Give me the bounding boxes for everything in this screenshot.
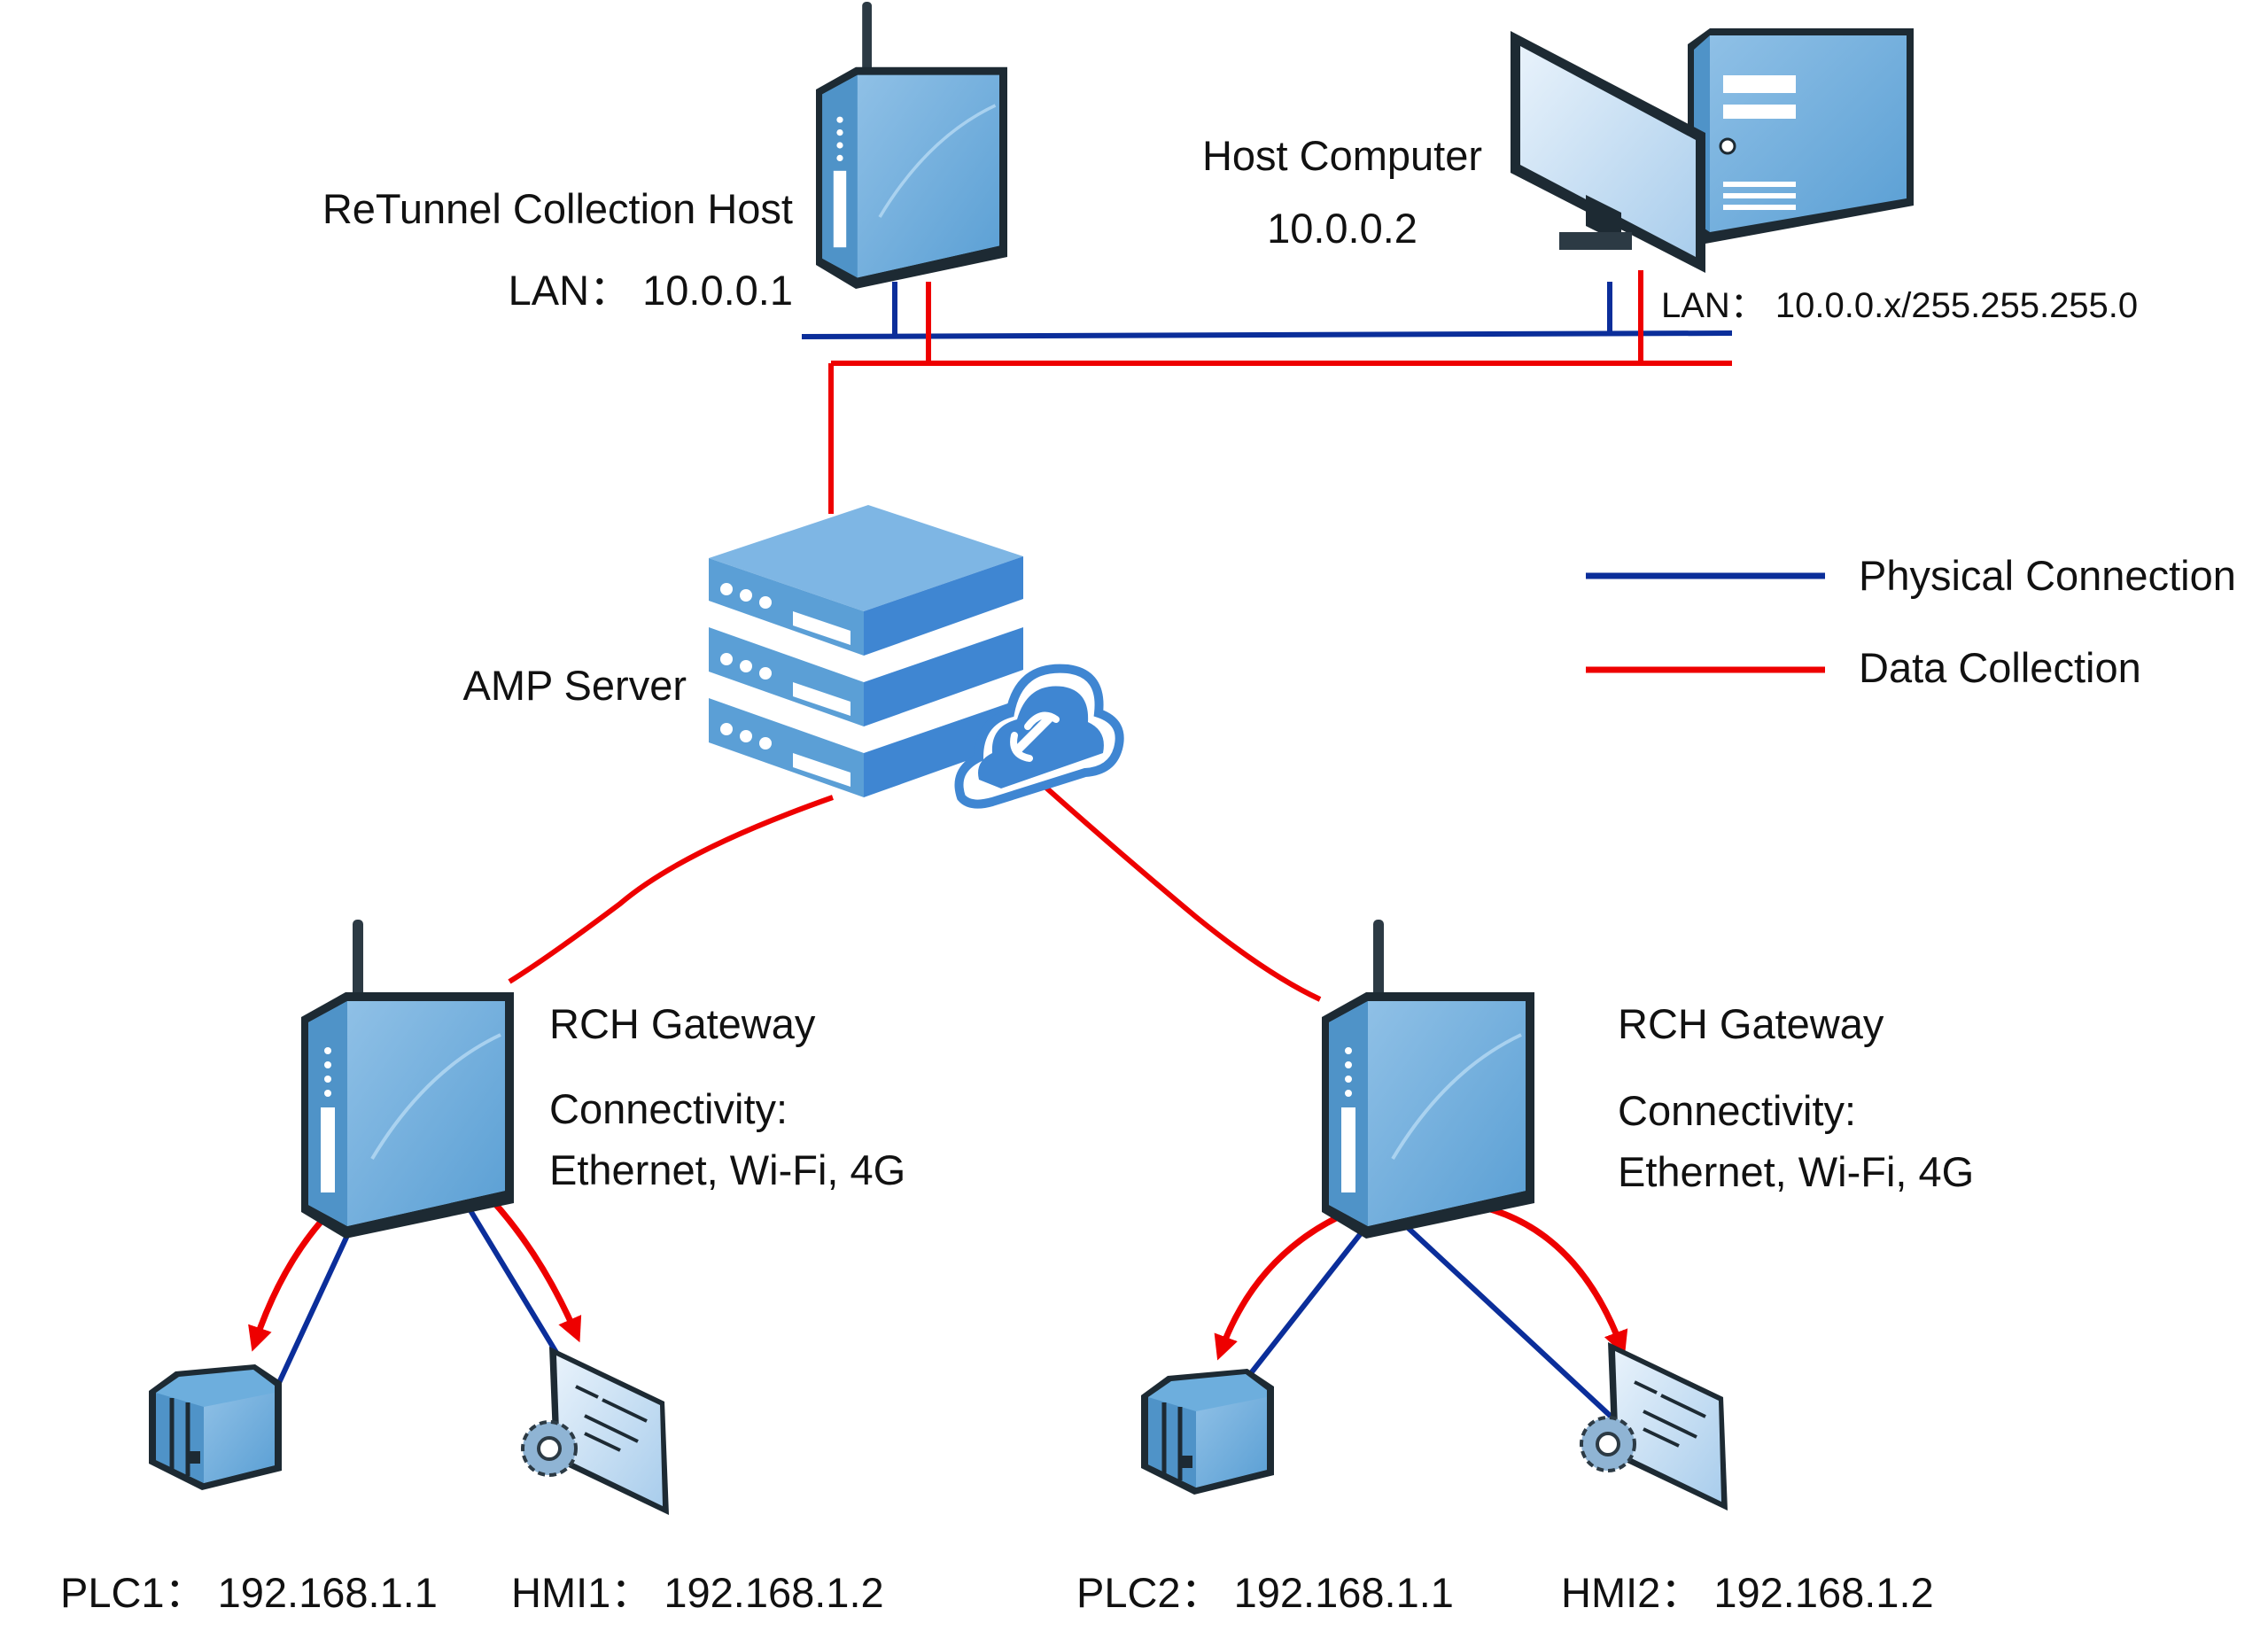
plc1-label: PLC1： 192.168.1.1 [60, 1569, 438, 1616]
router-icon [814, 0, 1009, 291]
host-computer-ip: 10.0.0.2 [1267, 205, 1418, 252]
amp-to-gateway-right-link [1029, 773, 1322, 1002]
plc1-module-icon [149, 1364, 282, 1490]
gateway-left-connectivity-title: Connectivity: [549, 1085, 788, 1132]
collection-host-name: ReTunnel Collection Host [322, 185, 793, 232]
gateway-right-to-hmi2-data [1434, 1197, 1628, 1356]
host-computer-name: Host Computer [1201, 132, 1483, 179]
cloud-server-stack-icon [709, 505, 1124, 809]
host-computer-lan: LAN： 10.0.0.x/255.255.255.0 [1661, 286, 2139, 325]
amp-to-gateway-left-link [508, 795, 834, 984]
legend-physical-label: Physical Connection [1859, 552, 2236, 599]
gateway-right-router-icon [1320, 918, 1536, 1240]
gateway-right-name: RCH Gateway [1618, 1000, 1884, 1047]
amp-server-name: AMP Server [462, 662, 687, 709]
hmi1-label: HMI1： 192.168.1.2 [511, 1569, 884, 1616]
plc2-module-icon [1141, 1369, 1274, 1495]
gateway-right-to-hmi2-physical [1388, 1209, 1619, 1425]
desktop-computer-icon [1511, 28, 1914, 273]
gateway-left-name: RCH Gateway [549, 1000, 816, 1047]
legend-data-label: Data Collection [1859, 644, 2141, 691]
gateway-right-to-plc2-physical [1245, 1210, 1380, 1379]
gateway-right-to-plc2-data [1214, 1206, 1357, 1361]
lan-physical-bus [801, 330, 1733, 339]
gateway-left-to-plc1-data [248, 1204, 338, 1352]
gateway-left-connectivity: Ethernet, Wi-Fi, 4G [549, 1146, 906, 1193]
gateway-right-connectivity-title: Connectivity: [1618, 1087, 1857, 1134]
gateway-left-router-icon [299, 918, 516, 1240]
hmi1-panel-icon [521, 1345, 671, 1517]
collection-host-lan: LAN： 10.0.0.1 [508, 267, 793, 314]
hmi2-panel-icon [1580, 1340, 1729, 1512]
hmi2-label: HMI2： 192.168.1.2 [1561, 1569, 1934, 1616]
gateway-right-connectivity: Ethernet, Wi-Fi, 4G [1618, 1148, 1975, 1195]
plc2-label: PLC2： 192.168.1.1 [1076, 1569, 1454, 1616]
